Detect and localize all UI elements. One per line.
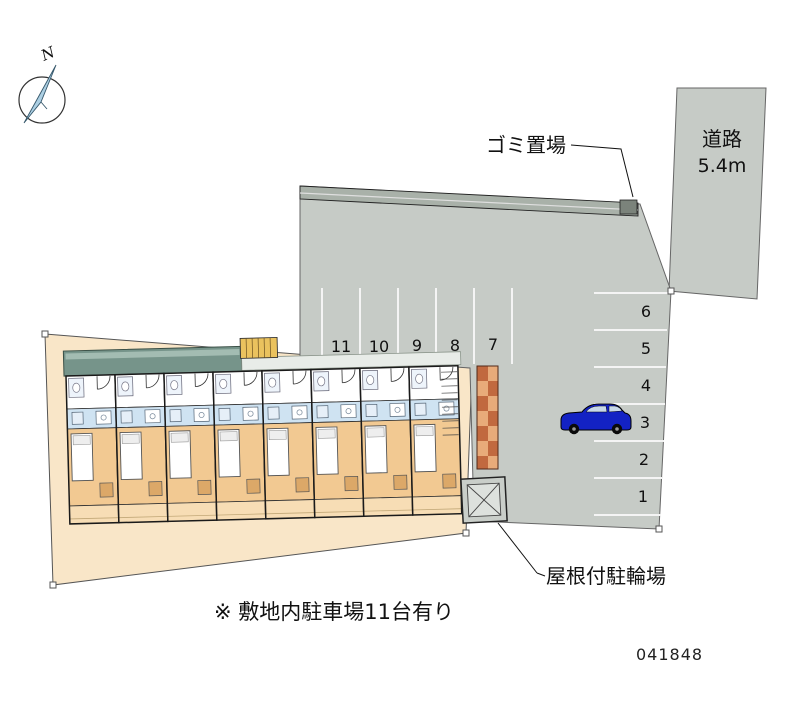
- car-hub-front: [572, 427, 576, 431]
- parking-space-number: 11: [331, 337, 351, 356]
- building-unit: [310, 367, 365, 519]
- building-unit: [359, 366, 414, 518]
- parking-space-number: 10: [369, 337, 389, 356]
- parking-numbers-top: 11 10 9 8 7: [331, 335, 498, 356]
- road-area: 道路 5.4m: [668, 87, 767, 300]
- eaves-strip: [241, 351, 462, 371]
- parking-space-number: 4: [641, 376, 651, 395]
- plan-id: 041848: [636, 645, 703, 664]
- garbage-spot: [619, 199, 638, 215]
- garbage-label: ゴミ置場: [486, 133, 566, 157]
- corner-markers: [41, 287, 675, 589]
- car-window-rear: [608, 405, 623, 413]
- building-unit: [114, 372, 169, 524]
- parking-space-number: 2: [639, 450, 649, 469]
- parking-space-number: 7: [488, 335, 498, 354]
- road-polygon: [668, 87, 767, 300]
- north-label: N: [37, 43, 58, 66]
- bicycle-parking-label: 屋根付駐輪場: [546, 564, 666, 588]
- building-unit: [65, 373, 120, 525]
- apartment-building: [62, 337, 463, 525]
- compass-circle: [18, 76, 66, 124]
- building-unit: [212, 370, 267, 521]
- road-name-label: 道路: [702, 127, 742, 151]
- parking-numbers-side: 6 5 4 3 2 1: [638, 302, 651, 506]
- garbage-leader-line: [570, 144, 634, 198]
- parking-space-number: 5: [641, 339, 651, 358]
- wall-joint-line: [299, 192, 639, 211]
- walkway-roof-highlight: [65, 348, 240, 360]
- compass: N: [18, 43, 66, 124]
- road-width-label: 5.4m: [698, 155, 747, 177]
- parking-space-number: 8: [450, 336, 460, 355]
- boundary-wall: [299, 185, 639, 217]
- parking-space-number: 3: [640, 413, 650, 432]
- bicycle-leader-line: [497, 522, 538, 574]
- parking-space-number: 6: [641, 302, 651, 321]
- compass-needle: [23, 64, 57, 124]
- building-unit: [408, 364, 463, 516]
- parking-dividers-top: [321, 288, 513, 364]
- bicycle-leader-tick: [536, 572, 546, 577]
- compass-needle-edge: [40, 101, 48, 110]
- bicycle-parking: [460, 476, 508, 524]
- building-unit: [261, 368, 316, 520]
- parking-space-number: 9: [412, 336, 422, 355]
- parking-space-number: 1: [638, 487, 648, 506]
- stair-box: [239, 337, 279, 359]
- parked-car: [560, 403, 632, 435]
- car-window-front: [585, 405, 608, 413]
- car-hub-rear: [615, 427, 619, 431]
- building-unit: [163, 371, 218, 523]
- site-note: ※ 敷地内駐車場11台有り: [214, 600, 454, 624]
- brick-path: [476, 365, 499, 470]
- exterior-stairs: [441, 371, 459, 436]
